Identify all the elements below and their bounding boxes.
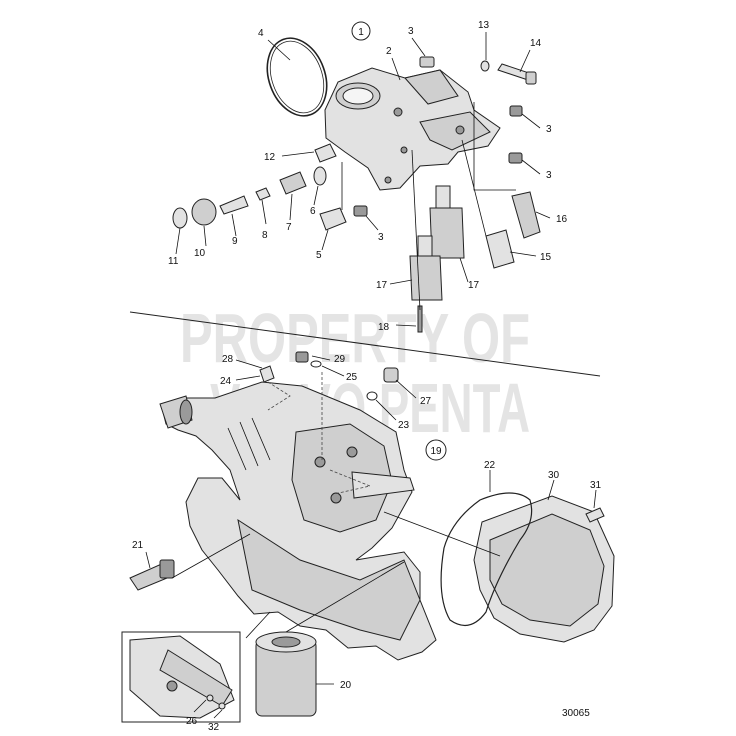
callout-2: 2 — [386, 46, 392, 57]
callout-22: 22 — [484, 460, 496, 471]
callout-labels: 4 2 3 13 14 3 3 12 6 7 8 9 10 11 3 5 16 … — [132, 20, 602, 733]
callout-17: 17 — [468, 280, 480, 291]
o-ring-part-4 — [266, 37, 328, 117]
callout-11: 11 — [168, 256, 179, 267]
callout-5: 5 — [316, 250, 322, 261]
callout-28: 28 — [222, 354, 234, 365]
callout-30: 30 — [548, 470, 560, 481]
callout-17: 17 — [376, 280, 388, 291]
detail-inset — [121, 631, 241, 723]
lower-assembly — [129, 351, 615, 717]
group-marker-19-text: 19 — [430, 446, 442, 457]
lower-leaders — [145, 355, 597, 719]
group-marker-1: 1 — [351, 21, 371, 41]
gasket-part-22 — [440, 492, 533, 627]
callout-14: 14 — [530, 38, 542, 49]
callout-13: 13 — [478, 20, 490, 31]
group-marker-1-text: 1 — [358, 27, 364, 38]
callout-7: 7 — [286, 222, 292, 233]
callout-18: 18 — [378, 322, 390, 333]
callout-10: 10 — [194, 248, 206, 259]
callout-25: 25 — [346, 372, 358, 383]
callout-3: 3 — [546, 170, 552, 181]
callout-15: 15 — [540, 252, 552, 263]
callout-24: 24 — [220, 376, 232, 387]
callout-6: 6 — [310, 206, 316, 217]
callout-3: 3 — [408, 26, 414, 37]
section-divider — [129, 311, 601, 377]
callout-8: 8 — [262, 230, 268, 241]
callout-3: 3 — [546, 124, 552, 135]
callout-29: 29 — [334, 354, 346, 365]
callout-20: 20 — [340, 680, 352, 691]
callout-16: 16 — [556, 214, 568, 225]
upper-leaders — [175, 32, 551, 327]
callout-27: 27 — [420, 396, 432, 407]
callout-23: 23 — [398, 420, 410, 431]
callout-4: 4 — [258, 28, 264, 39]
watermark-line1: PROPERTY OF — [180, 299, 530, 377]
drawing-number: 30065 — [562, 708, 590, 719]
callout-3: 3 — [378, 232, 384, 243]
callout-9: 9 — [232, 236, 238, 247]
callout-26: 26 — [186, 716, 198, 727]
upper-assembly — [172, 37, 541, 333]
group-marker-19: 19 — [425, 439, 447, 461]
callout-31: 31 — [590, 480, 602, 491]
callout-21: 21 — [132, 540, 144, 551]
callout-32: 32 — [208, 722, 220, 733]
callout-12: 12 — [264, 152, 276, 163]
